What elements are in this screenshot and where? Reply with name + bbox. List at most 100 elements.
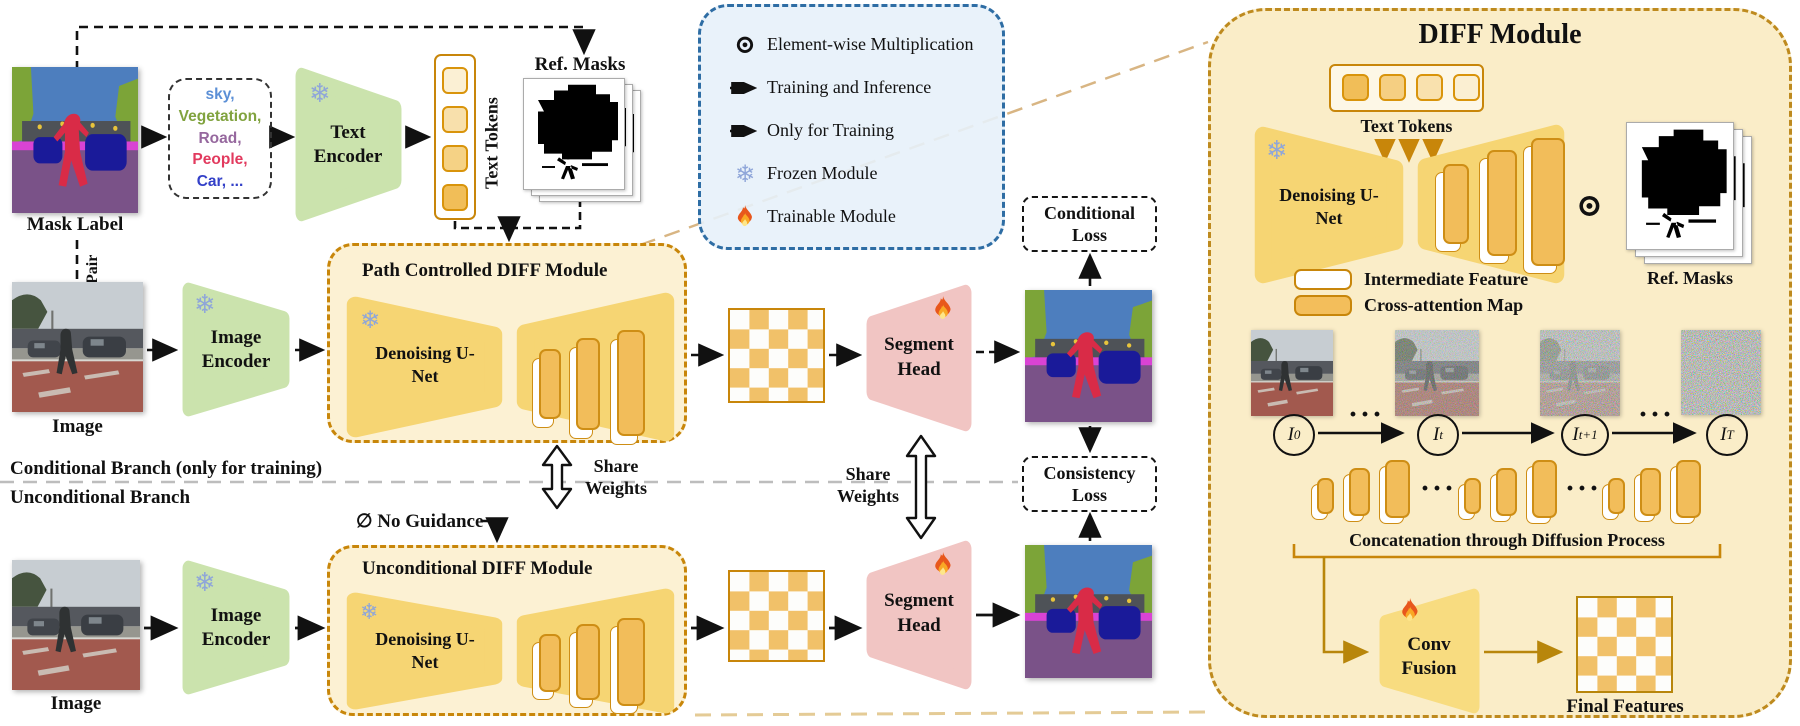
odot-icon: ⊙: [734, 29, 756, 59]
mask-label-caption: Mask Label: [26, 214, 124, 235]
denoising-unet: ❄ Denoising U-Net: [1254, 126, 1404, 284]
timestep-label: I: [1433, 424, 1440, 445]
image-caption: Image: [50, 693, 102, 714]
diffusion-image-t: [1395, 330, 1479, 416]
unconditional-diff-module: Unconditional DIFF Module ❄ Denoising U-…: [327, 545, 687, 716]
attention-map-bar: [1487, 150, 1517, 256]
image-encoder-conditional: ❄ Image Encoder: [182, 282, 290, 417]
legend-item: ⊙ Element-wise Multiplication: [723, 23, 1002, 66]
text-tokens-column: [434, 54, 476, 220]
unconditional-module-title: Unconditional DIFF Module: [362, 558, 593, 579]
conditional-loss-box: Conditional Loss: [1022, 196, 1157, 252]
final-features-map: [1576, 596, 1673, 693]
legend-item: Trainable Module: [723, 195, 1002, 238]
feature-bar-group: [1311, 458, 1415, 526]
flame-icon: [1399, 598, 1421, 624]
snowflake-icon: ❄: [734, 159, 756, 188]
intermediate-feature-label: Intermediate Feature: [1364, 269, 1529, 289]
feature-bar-group: [1602, 458, 1706, 526]
concat-label: Concatenation through Diffusion Process: [1349, 529, 1665, 550]
segment-head-conditional: Segment Head: [866, 284, 972, 432]
attention-map-bar: [1443, 164, 1469, 244]
image-encoder-label: Image Encoder: [201, 327, 271, 372]
segmentation-output-conditional: [1025, 290, 1152, 422]
ref-masks-stack: [1626, 122, 1754, 266]
legend-item: Training and Inference: [723, 66, 1002, 109]
legend-item: Only for Training: [723, 109, 1002, 152]
legend-item-label: Trainable Module: [767, 206, 896, 226]
ellipsis: ···: [1419, 472, 1456, 505]
image-caption: Image: [52, 416, 103, 437]
odot-icon: ⊙: [1576, 187, 1603, 223]
cross-attention-label: Cross-attention Map: [1364, 295, 1524, 315]
solid-arrow-icon: [723, 81, 767, 94]
attention-map-bar: [539, 349, 561, 419]
attention-map-bar: [1531, 138, 1565, 266]
consistency-loss-box: Consistency Loss: [1022, 456, 1157, 512]
segmentation-output-unconditional: [1025, 545, 1152, 678]
timestep-label: I: [1287, 424, 1294, 445]
text-encoder: ❄ Text Encoder: [295, 67, 402, 222]
class-word: Car, ...: [196, 173, 244, 191]
diffusion-image-t0: [1251, 330, 1333, 416]
no-guidance-label: ∅ No Guidance: [356, 511, 484, 532]
diffusion-image-T: [1681, 330, 1761, 415]
snowflake-icon: ❄: [194, 568, 216, 598]
feature-bar-group: [1458, 458, 1562, 526]
ellipsis: ···: [1347, 398, 1384, 431]
class-word: Vegetation,: [178, 107, 262, 125]
legend-item-label: Frozen Module: [767, 163, 878, 183]
segment-head-label: Segment Head: [884, 334, 954, 380]
attention-map-bar: [576, 338, 600, 430]
class-words-box: sky, Vegetation, Road, People, Car, ...: [168, 78, 272, 199]
text-tokens-label: Text Tokens: [481, 97, 502, 189]
denoising-unet-label: Denoising U-Net: [375, 342, 475, 386]
legend-box: ⊙ Element-wise Multiplication Training a…: [698, 4, 1005, 250]
path-controlled-diff-module: Path Controlled DIFF Module ❄ Denoising …: [327, 243, 687, 445]
text-encoder-label: Text Encoder: [313, 122, 383, 167]
share-weights-label-modules: Share Weights: [584, 455, 647, 499]
text-tokens-label: Text Tokens: [1360, 115, 1453, 136]
denoising-unet: ❄ Denoising U-Net: [346, 296, 503, 438]
image-encoder-unconditional: ❄ Image Encoder: [182, 560, 290, 695]
attention-map-bar: [617, 330, 645, 436]
pair-label: Pair: [84, 254, 101, 284]
conditional-branch-label: Conditional Branch (only for training): [10, 458, 323, 479]
denoising-unet-label: Denoising U-Net: [1279, 184, 1379, 228]
diffusion-image-t1: [1540, 330, 1620, 416]
cross-attention-swatch: [1294, 295, 1352, 316]
share-weights-label-heads: Share Weights: [836, 463, 899, 507]
snowflake-icon: ❄: [309, 79, 331, 109]
concat-bracket: [1292, 544, 1722, 559]
share-weights-arrow-heads: [905, 434, 937, 540]
legend-item: ❄ Frozen Module: [723, 152, 1002, 195]
ref-masks-label: Ref. Masks: [534, 54, 626, 75]
consistency-loss-label: Consistency Loss: [1043, 462, 1136, 506]
conv-fusion: Conv Fusion: [1379, 588, 1480, 714]
timestep-label: I: [1720, 424, 1727, 445]
snowflake-icon: ❄: [360, 600, 379, 625]
class-word: Road,: [198, 129, 242, 147]
dashed-arrow-icon: [723, 124, 767, 137]
segment-head-label: Segment Head: [884, 590, 954, 636]
share-weights-arrow-modules: [541, 444, 573, 510]
unconditional-branch-label: Unconditional Branch: [10, 487, 191, 508]
flame-icon: [723, 205, 767, 229]
conv-fusion-label: Conv Fusion: [1401, 634, 1457, 679]
ellipsis: ···: [1637, 398, 1674, 431]
feature-map-conditional: [728, 308, 825, 403]
class-word: sky,: [205, 86, 235, 104]
callout-line-bottom: [694, 710, 1209, 717]
ellipsis: ···: [1564, 472, 1601, 505]
intermediate-feature-swatch: [1294, 269, 1352, 290]
cross-attention-block: [516, 588, 675, 714]
flame-icon: [932, 552, 954, 578]
denoising-unet-label: Denoising U-Net: [375, 628, 475, 672]
ref-masks-label: Ref. Masks: [1647, 267, 1733, 288]
input-image-conditional: [12, 282, 143, 412]
